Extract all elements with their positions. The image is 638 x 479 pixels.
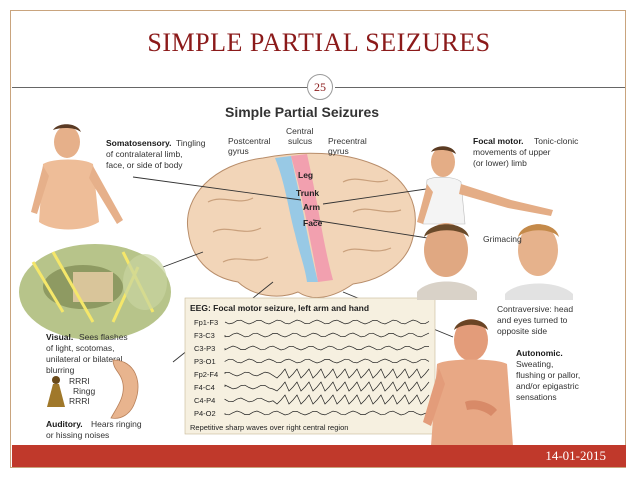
ringing-text-1: RRRI: [69, 376, 90, 386]
eeg-lead-6: F4-C4: [194, 383, 215, 392]
focal-motor-line-2: movements of upper: [473, 147, 551, 157]
precentral-label-1: Precentral: [328, 136, 367, 146]
eeg-title: EEG: Focal motor seizure, left arm and h…: [190, 303, 369, 313]
visual-head: Visual.: [46, 332, 73, 342]
brain-region-leg: Leg: [298, 170, 313, 180]
somatosensory-line-1: Tingling: [176, 138, 206, 148]
seizure-figure: Simple Partial Seizures Leg Trunk Arm Fa…: [13, 102, 623, 446]
contraversive-line-1: Contraversive: head: [497, 304, 573, 314]
auditory-line-1: Hears ringing: [91, 419, 142, 429]
ear-and-bell-illustration: RRRI Ringg RRRI: [47, 359, 139, 419]
slide-frame: [10, 10, 626, 468]
eeg-trace: [224, 410, 430, 416]
focal-motor-head: Focal motor.: [473, 136, 524, 146]
focal-motor-line-3: (or lower) limb: [473, 158, 527, 168]
figure-title: Simple Partial Seizures: [225, 104, 379, 120]
eeg-trace: [224, 368, 430, 379]
auditory-line-2: or hissing noises: [46, 430, 109, 440]
autonomic-line-2: flushing or pallor,: [516, 370, 580, 380]
brain-region-trunk: Trunk: [296, 188, 319, 198]
page-number: 25: [307, 74, 333, 100]
eeg-lead-5: Fp2-F4: [194, 370, 218, 379]
eeg-lead-3: C3-P3: [194, 344, 215, 353]
visual-line-3: unilateral or bilateral: [46, 354, 123, 364]
autonomic-line-4: sensations: [516, 392, 557, 402]
contraversive-line-2: and eyes turned to: [497, 315, 568, 325]
postcentral-label-2: gyrus: [228, 146, 249, 156]
central-label-2: sulcus: [288, 136, 312, 146]
visual-line-4: blurring: [46, 365, 75, 375]
autonomic-head: Autonomic.: [516, 348, 563, 358]
ringing-text-3: RRRI: [69, 396, 90, 406]
eeg-trace: [224, 332, 430, 338]
somatosensory-figure: [31, 124, 123, 230]
precentral-label-2: gyrus: [328, 146, 349, 156]
eeg-trace: [224, 394, 430, 405]
autonomic-line-1: Sweating,: [516, 359, 553, 369]
visual-line-2: of light, scotomas,: [46, 343, 115, 353]
slide-title: SIMPLE PARTIAL SEIZURES: [147, 28, 491, 57]
eeg-trace: [224, 345, 430, 351]
eeg-lead-4: P3-O1: [194, 357, 216, 366]
grimacing-faces: [417, 223, 573, 300]
grimacing-label: Grimacing: [483, 234, 522, 244]
auditory-head: Auditory.: [46, 419, 83, 429]
eeg-trace: [224, 358, 430, 364]
visual-scene-illustration: [19, 244, 171, 340]
somatosensory-line-2: of contralateral limb,: [106, 149, 183, 159]
autonomic-figure: [423, 319, 513, 446]
eeg-traces: [224, 319, 430, 416]
brain-region-face: Face: [303, 218, 323, 228]
slide-date: 14-01-2015: [545, 448, 606, 463]
somatosensory-line-3: face, or side of body: [106, 160, 183, 170]
eeg-lead-1: Fp1-F3: [194, 318, 218, 327]
ringing-text-2: Ringg: [73, 386, 95, 396]
visual-line-1: Sees flashes: [79, 332, 128, 342]
autonomic-line-3: and/or epigastric: [516, 381, 580, 391]
somatosensory-head: Somatosensory.: [106, 138, 172, 148]
central-label-1: Central: [286, 126, 314, 136]
postcentral-label-1: Postcentral: [228, 136, 271, 146]
seizure-illustration: Simple Partial Seizures Leg Trunk Arm Fa…: [19, 104, 580, 446]
eeg-trace: [224, 319, 430, 325]
focal-motor-figure: [417, 146, 553, 225]
eeg-lead-2: F3-C3: [194, 331, 215, 340]
title-divider-left: [12, 87, 307, 88]
eeg-lead-7: C4-P4: [194, 396, 215, 405]
eeg-trace: [224, 381, 430, 392]
brain-region-arm: Arm: [303, 202, 320, 212]
eeg-caption: Repetitive sharp waves over right centra…: [190, 423, 348, 432]
contraversive-line-3: opposite side: [497, 326, 547, 336]
brain-illustration: Leg Trunk Arm Face: [186, 152, 416, 299]
focal-motor-line-1: Tonic-clonic: [534, 136, 579, 146]
title-divider-right: [335, 87, 625, 88]
slide-footer: 14-01-2015: [12, 445, 626, 467]
eeg-lead-8: P4-O2: [194, 409, 216, 418]
